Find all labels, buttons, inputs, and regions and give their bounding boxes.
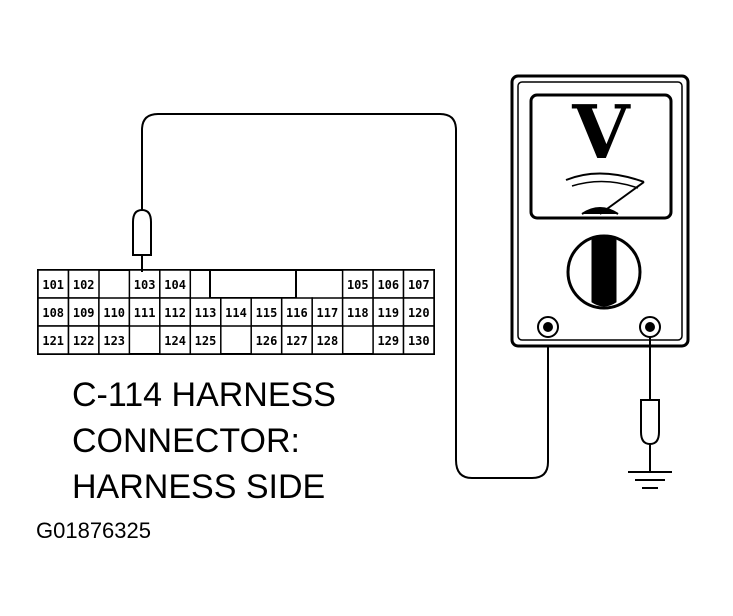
pin-label-129: 129: [377, 334, 399, 348]
pin-label-112: 112: [164, 306, 186, 320]
pin-cell-121: [37, 325, 70, 355]
pin-cell-105: [341, 269, 374, 299]
pin-cell-124: [159, 325, 192, 355]
pin-label-122: 122: [73, 334, 95, 348]
pin-label-101: 101: [42, 278, 64, 292]
pin-cell-110: [98, 297, 131, 327]
figure-id: G01876325: [36, 518, 151, 543]
lead-wire-positive: [141, 113, 549, 479]
pin-label-103: 103: [134, 278, 156, 292]
pin-label-107: 107: [408, 278, 430, 292]
pin-cell-125: [189, 325, 222, 355]
ground-symbol-icon: [628, 471, 672, 489]
scale-arc: [565, 172, 645, 183]
pin-label-121: 121: [42, 334, 64, 348]
pin-cell-104: [159, 269, 192, 299]
pin-label-105: 105: [347, 278, 369, 292]
probe-pin-103: [132, 208, 152, 272]
pin-cell-128: [311, 325, 344, 355]
caption-line-1: C-114 HARNESS: [72, 376, 336, 414]
pin-label-124: 124: [164, 334, 186, 348]
pin-cell-102: [67, 269, 100, 299]
scale-arc-inner: [571, 180, 639, 189]
pin-label-128: 128: [317, 334, 339, 348]
pin-label-117: 117: [317, 306, 339, 320]
pin-cell-123: [98, 325, 131, 355]
pin-label-127: 127: [286, 334, 308, 348]
pin-label-104: 104: [164, 278, 186, 292]
pin-cell-112: [159, 297, 192, 327]
pin-label-111: 111: [134, 306, 156, 320]
pin-label-110: 110: [103, 306, 125, 320]
pin-label-113: 113: [195, 306, 217, 320]
pin-cell-119: [372, 297, 405, 327]
pin-label-118: 118: [347, 306, 369, 320]
pin-cell-114: [220, 297, 253, 327]
pin-label-106: 106: [377, 278, 399, 292]
display-symbol: V: [571, 90, 631, 176]
ground-lead: [640, 337, 660, 472]
pin-label-126: 126: [256, 334, 278, 348]
connector-key: [209, 269, 297, 299]
pin-cell-108: [37, 297, 70, 327]
pin-label-119: 119: [377, 306, 399, 320]
voltmeter: [510, 74, 690, 348]
pin-label-125: 125: [195, 334, 217, 348]
caption-line-3: HARNESS SIDE: [72, 468, 326, 506]
pin-label-123: 123: [103, 334, 125, 348]
pin-label-114: 114: [225, 306, 247, 320]
pin-label-102: 102: [73, 278, 95, 292]
caption-line-2: CONNECTOR:: [72, 422, 300, 460]
pin-label-116: 116: [286, 306, 308, 320]
meter-inner-case: [517, 81, 683, 341]
pin-cell-122: [67, 325, 100, 355]
selector-pointer: [591, 235, 617, 307]
pin-cell-118: [341, 297, 374, 327]
pin-label-115: 115: [256, 306, 278, 320]
pin-cell-130: [402, 325, 435, 355]
connector-pins: 101 102 103 104 105 106 107 108 109 110 111 112 113 1…: [37, 269, 435, 355]
pin-label-108: 108: [42, 306, 64, 320]
pin-cell-107: [402, 269, 435, 299]
pin-label-120: 120: [408, 306, 430, 320]
pin-label-130: 130: [408, 334, 430, 348]
pin-label-109: 109: [73, 306, 95, 320]
